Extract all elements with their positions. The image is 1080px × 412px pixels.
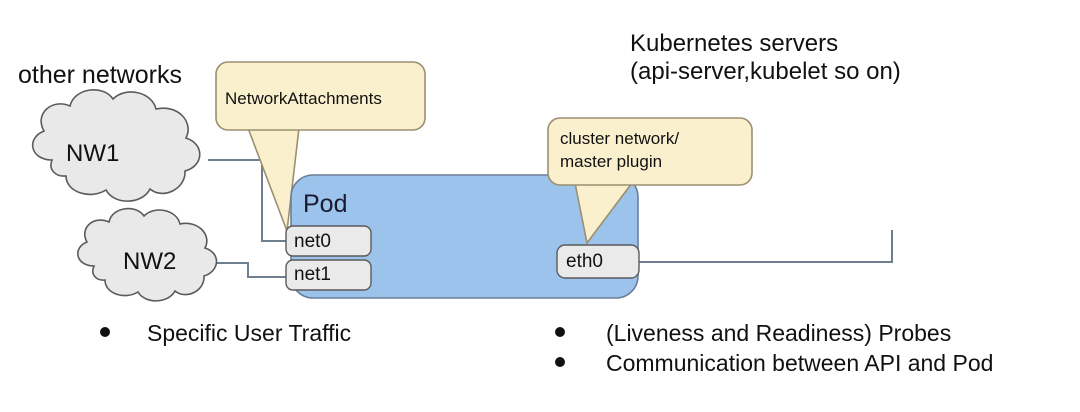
bullet-dot-icon [555,357,565,367]
bullet-item-right-2: Communication between API and Pod [555,350,993,377]
connector-nw1-net0 [208,159,290,242]
interface-box-net0[interactable] [285,225,372,257]
cloud-nw2 [77,207,218,302]
connector-nw2-net1 [215,262,290,278]
interface-box-eth0[interactable] [556,244,640,279]
cloud-label-nw2: NW2 [123,248,177,275]
bullet-item-left-1: Specific User Traffic [100,320,351,347]
pod-label: Pod [303,190,348,218]
cloud-label-nw1: NW1 [66,140,120,167]
interface-label-eth0: eth0 [566,251,603,272]
kubernetes-servers-title: Kubernetes servers (api-server,kubelet s… [630,30,901,86]
connector-lines [208,159,893,278]
interface-label-net0: net0 [294,231,331,252]
bullet-dot-icon [100,327,110,337]
bullet-item-right-1: (Liveness and Readiness) Probes [555,320,951,347]
other-networks-title: other networks [18,61,182,89]
bullet-text: Specific User Traffic [147,320,352,346]
bullet-dot-icon [555,327,565,337]
callout-label-cluster-network: cluster network/ master plugin [560,129,680,171]
cloud-nw1-shape [32,89,201,202]
interface-label-net1: net1 [294,264,331,285]
cloud-nw2-shape [77,207,218,302]
callout-bubble-cluster-network[interactable] [547,117,753,186]
callout-bubble-network-attachments[interactable] [215,61,426,131]
cloud-nw1 [32,89,201,202]
bullet-text: (Liveness and Readiness) Probes [606,320,952,346]
callout-label-network-attachments: NetworkAttachments [225,89,382,108]
bullet-text: Communication between API and Pod [606,350,994,376]
connector-eth0-apiserver [638,230,893,263]
interface-box-net1[interactable] [285,259,372,291]
